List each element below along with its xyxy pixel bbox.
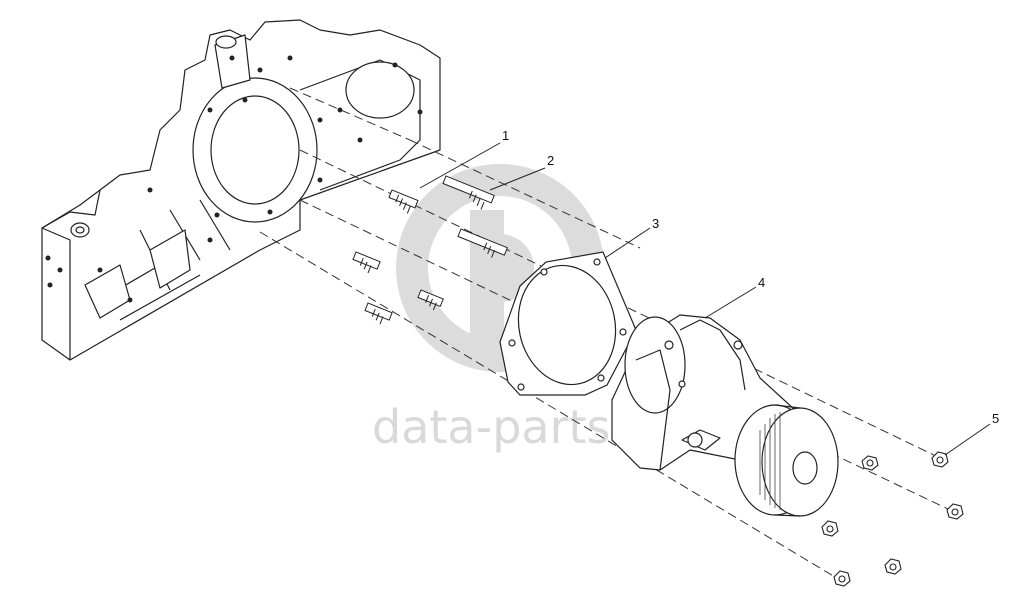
engine-housing (41, 19, 441, 361)
stud-short-3 (417, 289, 444, 311)
gasket (499, 251, 637, 396)
nut-2 (931, 451, 949, 468)
callout-4-leader (704, 286, 757, 319)
studs (352, 175, 509, 325)
nut-5 (884, 558, 902, 575)
nut-1 (861, 455, 879, 471)
nut-4 (821, 520, 839, 537)
callout-5-leader (944, 423, 991, 456)
callout-2-label: 2 (547, 153, 554, 168)
water-pump (611, 314, 839, 517)
nut-6 (833, 570, 851, 587)
stud-short-4 (364, 302, 393, 325)
stud-short-1 (388, 189, 419, 214)
nuts (821, 451, 964, 587)
callout-1-label: 1 (502, 128, 509, 143)
stud-long-2 (457, 228, 509, 258)
callout-3-label: 3 (652, 216, 659, 231)
pump-pulley (734, 404, 839, 517)
callout-labels: 1 2 3 4 5 (502, 128, 999, 426)
callout-5-label: 5 (992, 411, 999, 426)
callout-1-leader (419, 142, 501, 189)
callout-4-label: 4 (758, 275, 765, 290)
callout-2-leader (489, 167, 546, 191)
stud-short-2 (352, 251, 381, 274)
watermark-text: data-parts (372, 400, 611, 454)
callout-3-leader (604, 227, 651, 259)
stud-long-1 (442, 175, 495, 210)
nut-3 (946, 503, 964, 520)
callouts (419, 142, 991, 456)
